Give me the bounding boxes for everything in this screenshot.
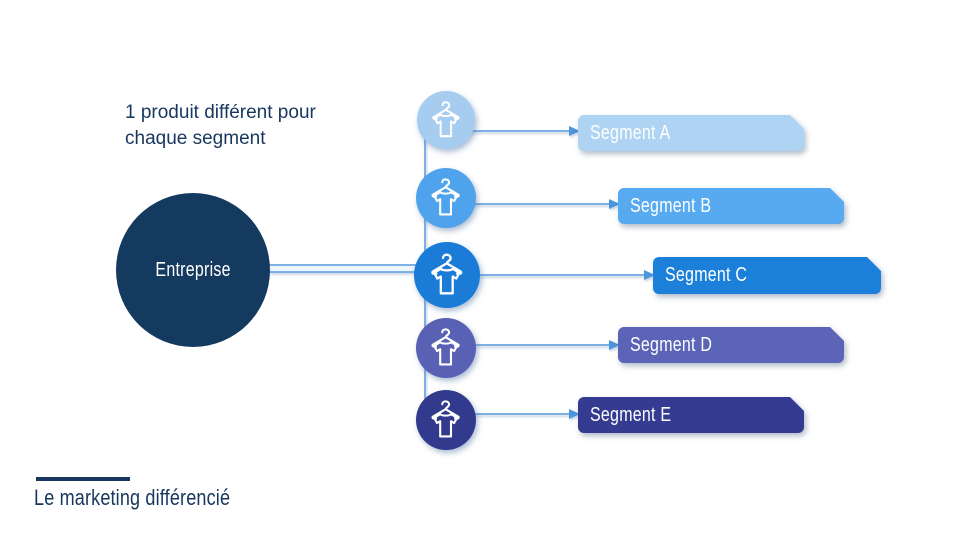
tshirt-hanger-icon xyxy=(431,253,463,295)
heading-line1: 1 produit différent pour xyxy=(125,102,316,123)
segment-b-label: Segment B xyxy=(630,194,712,217)
segment-box-b: Segment B xyxy=(618,188,844,224)
arrow-segment-e xyxy=(450,413,570,416)
segment-box-b-shape: Segment B xyxy=(618,188,844,224)
segment-box-d-shape: Segment D xyxy=(618,327,844,363)
segment-a-label: Segment A xyxy=(590,121,671,144)
segment-box-a-shape: Segment A xyxy=(578,115,804,151)
arrow-segment-d xyxy=(450,344,610,347)
tshirt-hanger-icon xyxy=(431,328,461,366)
tshirt-hanger-icon xyxy=(431,178,461,216)
product-icon-segment-d xyxy=(416,318,476,378)
segment-e-label: Segment E xyxy=(590,403,672,426)
product-icon-segment-e xyxy=(416,390,476,450)
segment-box-e-shape: Segment E xyxy=(578,397,804,433)
segment-box-a: Segment A xyxy=(578,115,804,151)
segment-box-e: Segment E xyxy=(578,397,804,433)
product-icon-segment-a xyxy=(417,91,475,149)
product-icon-segment-c xyxy=(414,242,480,308)
product-icon-segment-b xyxy=(416,168,476,228)
segment-box-c-shape: Segment C xyxy=(653,257,881,294)
footer-title: Le marketing différencié xyxy=(34,485,231,510)
segment-box-c: Segment C xyxy=(653,257,881,294)
segment-c-label: Segment C xyxy=(665,264,748,286)
tshirt-hanger-icon xyxy=(431,400,461,438)
entreprise-connector-line xyxy=(269,264,426,273)
tshirt-hanger-icon xyxy=(432,101,460,138)
heading: 1 produit différent pour chaque segment xyxy=(125,100,385,152)
arrow-segment-a xyxy=(450,130,570,133)
entreprise-circle: Entreprise xyxy=(116,193,270,347)
segment-box-d: Segment D xyxy=(618,327,844,363)
footer-accent-bar xyxy=(36,477,130,481)
segment-d-label: Segment D xyxy=(630,333,713,356)
heading-line2: chaque segment xyxy=(125,128,266,149)
entreprise-label: Entreprise xyxy=(155,258,231,281)
arrow-segment-b xyxy=(450,203,610,206)
arrow-segment-c xyxy=(450,274,645,277)
